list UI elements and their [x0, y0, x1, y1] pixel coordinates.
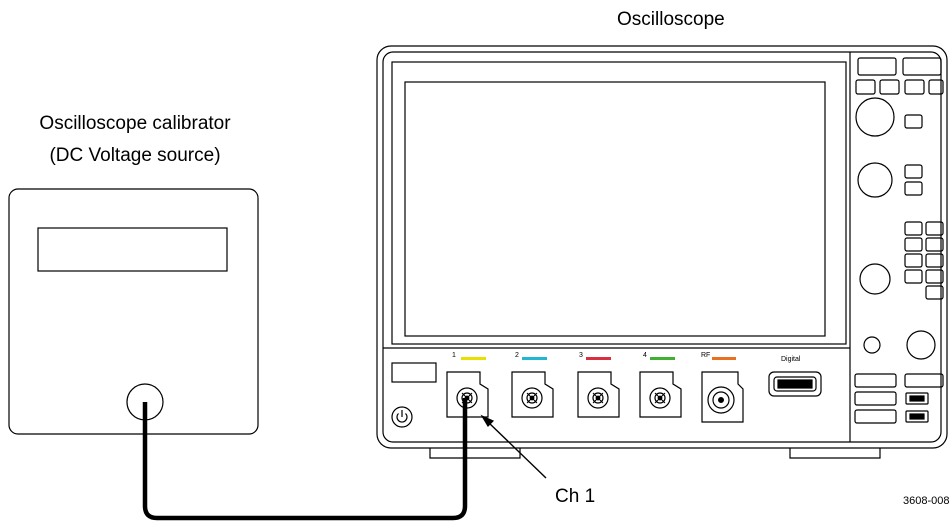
control-panel	[854, 57, 944, 424]
rf-connector	[701, 371, 744, 423]
channel-4-connector	[639, 371, 682, 418]
channel-callout-label: Ch 1	[555, 486, 596, 507]
channel-1-connector	[446, 371, 489, 418]
oscilloscope-foot-right	[789, 448, 881, 459]
channel-3-color-bar	[586, 357, 611, 360]
oscilloscope-screen-bezel	[391, 61, 847, 345]
knob	[857, 162, 893, 198]
channel-1-label: 1	[452, 352, 456, 359]
oscilloscope-title: Oscilloscope	[617, 9, 725, 30]
calibrator-title-line1: Oscilloscope calibrator	[39, 113, 231, 134]
digital-label: Digital	[781, 356, 801, 363]
digital-connector	[768, 371, 822, 397]
rf-color-bar	[712, 357, 736, 360]
calibrator-title-line2: (DC Voltage source)	[49, 145, 221, 166]
knob	[855, 97, 895, 137]
channel-2-connector	[511, 371, 554, 418]
callout-leader-line	[487, 421, 547, 479]
channel-4-label: 4	[643, 352, 647, 359]
figure-id: 3608-008	[903, 495, 950, 507]
rf-label: RF	[701, 352, 711, 359]
knob	[906, 330, 936, 360]
channel-3-connector	[577, 371, 620, 418]
calibrator-display	[37, 227, 228, 272]
oscilloscope-screen	[404, 81, 826, 337]
callout-arrowhead	[480, 414, 495, 427]
power-button	[391, 406, 413, 428]
knob	[859, 263, 891, 295]
usb-port	[905, 392, 929, 405]
front-indicator	[391, 362, 437, 383]
oscilloscope-unit	[376, 45, 948, 459]
usb-port	[905, 410, 929, 423]
channel-1-color-bar	[461, 357, 486, 360]
channel-2-color-bar	[522, 357, 547, 360]
calibrator-unit	[8, 188, 259, 435]
channel-4-color-bar	[650, 357, 675, 360]
channel-3-label: 3	[579, 352, 583, 359]
oscilloscope-foot-left	[429, 448, 521, 459]
knob	[863, 336, 881, 354]
test-cable	[142, 398, 468, 521]
channel-2-label: 2	[515, 352, 519, 359]
